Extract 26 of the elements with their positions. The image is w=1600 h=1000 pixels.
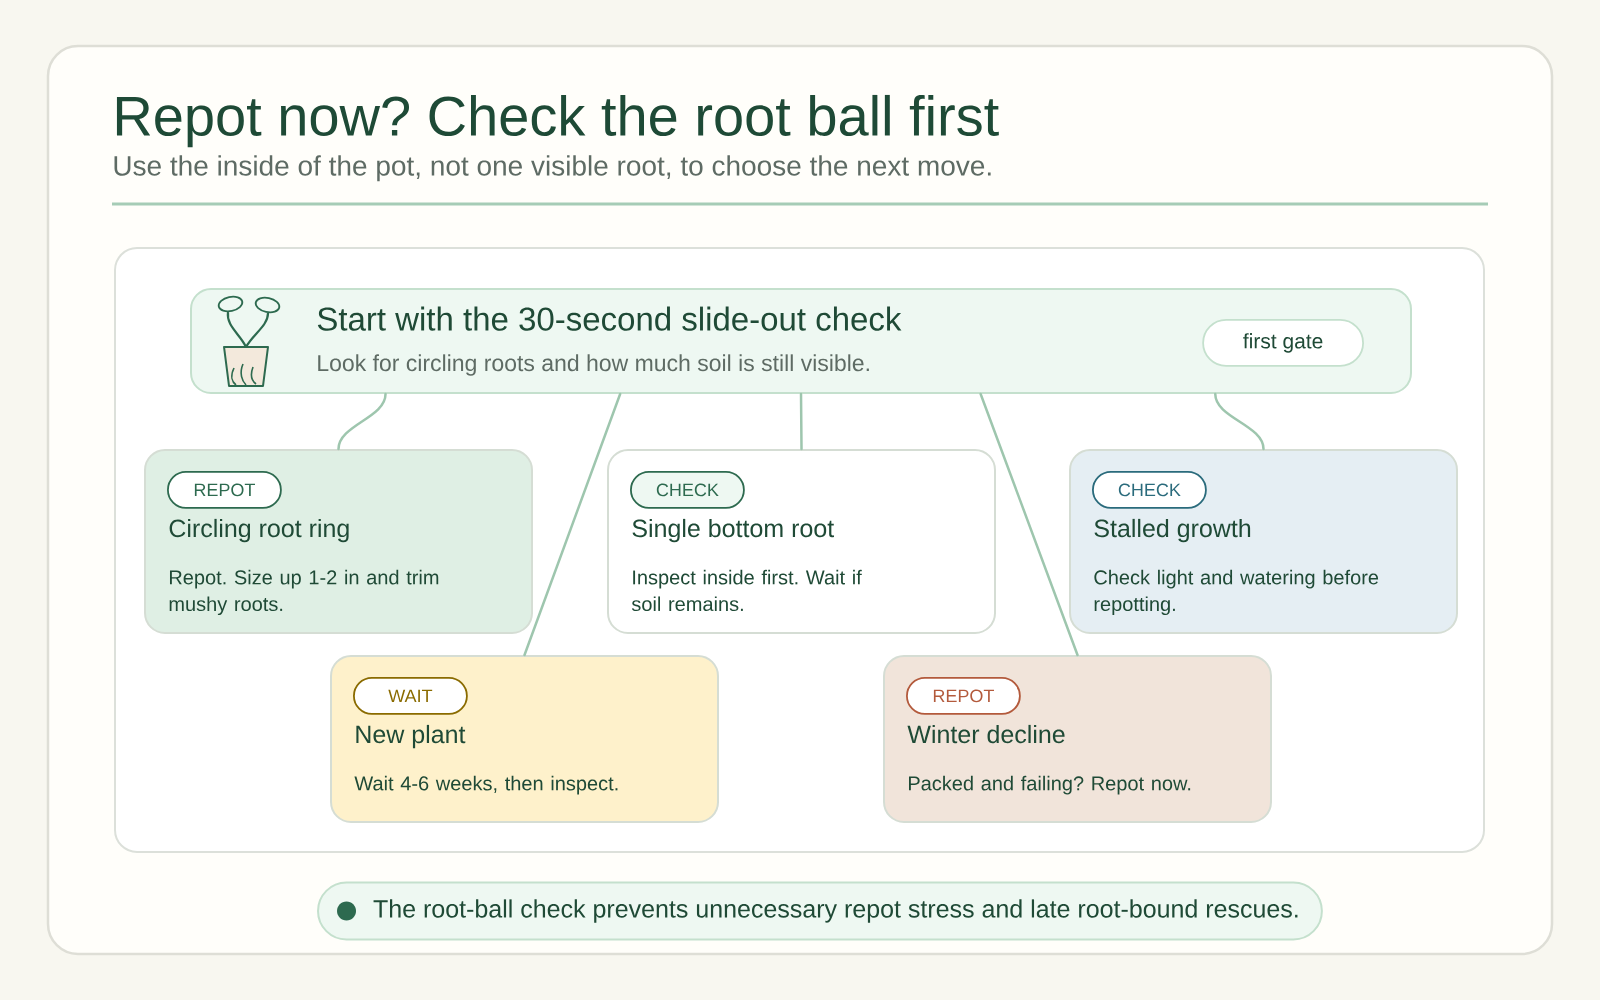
title: Repot now? Check the root ball first	[116, 94, 999, 148]
card-text: Inspect inside first. Wait if soil remains.	[631, 569, 862, 612]
connector-line	[979, 392, 1079, 657]
action-tag: WAIT	[353, 677, 468, 715]
card-text: Check light and watering before repotting.	[1094, 569, 1379, 616]
card-text: Repot. Size up 1-2 in and trim mushy roots.	[169, 569, 439, 616]
card-heading: Circling root ring	[169, 518, 349, 543]
card-heading: New plant	[356, 724, 466, 749]
connector-line	[1214, 392, 1265, 451]
connector-line	[799, 392, 803, 451]
note-pill: The root-ball check prevents unnecessary repot stress and late root-bound rescues.	[317, 881, 1323, 941]
connector-line	[337, 392, 387, 451]
action-tag: REPOT	[906, 677, 1021, 715]
card-heading: Winter decline	[907, 724, 1065, 744]
action-tag: CHECK	[630, 471, 745, 509]
action-tag: CHECK	[1092, 471, 1207, 509]
box-heading: Start with the 30-second slide-out check	[317, 306, 902, 331]
action-tag: REPOT	[167, 471, 282, 509]
box-text: Look for circling roots and how much soil is still visible.	[318, 354, 869, 376]
subtitle: Use the inside of the pot, not one visible root, to choose the next move.	[114, 155, 991, 182]
card-heading: Single bottom root	[632, 518, 834, 543]
card-heading: Stalled growth	[1094, 518, 1251, 543]
connector-line	[523, 392, 622, 657]
gate-pill: first gate	[1202, 319, 1364, 367]
card-text: Wait 4-6 weeks, then inspect.	[354, 775, 618, 795]
card-text: Packed and failing? Repot now.	[909, 775, 1191, 795]
